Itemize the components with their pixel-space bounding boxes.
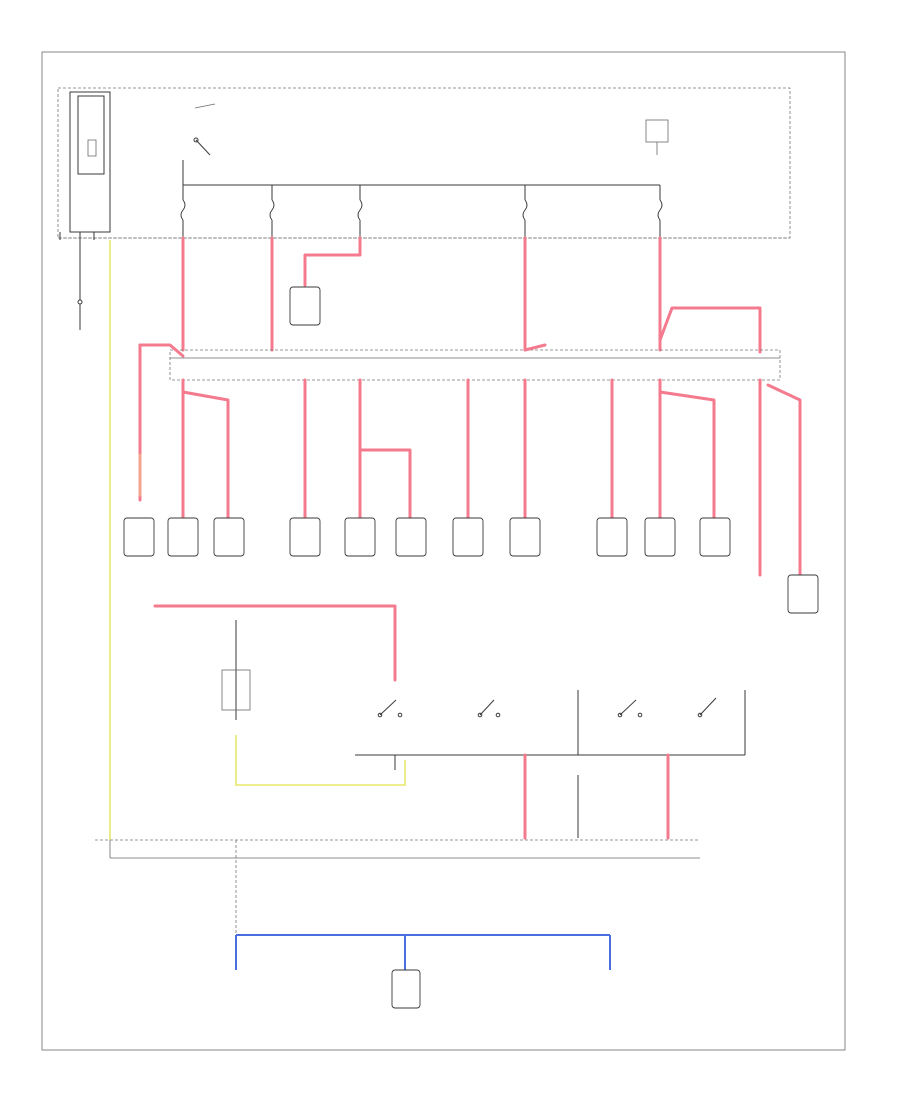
fuse-4	[522, 185, 528, 238]
bottom-control-module	[391, 969, 421, 1009]
load-component-12	[787, 574, 819, 614]
load-component-7	[452, 517, 484, 557]
relay-inner	[77, 95, 105, 175]
ignition-switch-contact	[193, 137, 199, 143]
switch-3-contact-a	[617, 712, 623, 718]
load-component-9	[596, 517, 628, 557]
switch-4-blade	[699, 697, 717, 716]
fuse-5	[657, 185, 663, 238]
switch-2-blade	[479, 699, 495, 716]
load-component-2	[167, 517, 199, 557]
load-wire-5	[358, 448, 412, 520]
top-right-component	[645, 119, 669, 143]
yellow-wire-lower-loop	[235, 735, 406, 786]
switch-1-contact-b	[397, 712, 403, 718]
fuse-3	[357, 185, 363, 238]
load-component-1	[123, 517, 155, 557]
power-wire-branch-right	[658, 306, 762, 354]
relay-coil	[87, 139, 97, 157]
power-wire-left-link	[138, 343, 185, 358]
diagram-border	[41, 51, 846, 1051]
switch-3-contact-b	[637, 712, 643, 718]
load-wire-12	[766, 383, 802, 577]
fuse-2	[269, 185, 275, 238]
power-wire-fuse-3	[303, 236, 362, 287]
component-fuse-3-load	[289, 286, 321, 326]
load-component-5	[344, 517, 376, 557]
load-component-8	[509, 517, 541, 557]
switch-2-contact-b	[495, 712, 501, 718]
switch-1-contact-a	[377, 712, 383, 718]
switch-1-blade	[379, 699, 397, 716]
relay-out-node	[77, 299, 83, 305]
load-component-4	[289, 517, 321, 557]
ignition-lead	[194, 103, 216, 109]
load-component-6	[395, 517, 427, 557]
connector-row-outline	[169, 349, 781, 381]
load-component-11	[699, 517, 731, 557]
switch-3-blade	[619, 699, 637, 716]
load-component-3	[213, 517, 245, 557]
relay-module	[69, 91, 111, 233]
load-wire-2	[181, 390, 230, 520]
switch-2-contact-a	[477, 712, 483, 718]
lower-relay-box	[221, 669, 251, 711]
ignition-switch-blade	[195, 139, 211, 156]
switch-4-contact	[697, 712, 703, 718]
load-component-10	[644, 517, 676, 557]
load-wire-10	[658, 390, 716, 520]
fuse-1	[180, 185, 186, 238]
power-wire-mid-link	[523, 343, 547, 352]
fuse-block-outline	[57, 87, 791, 239]
power-wire-mid-loop	[153, 604, 397, 682]
